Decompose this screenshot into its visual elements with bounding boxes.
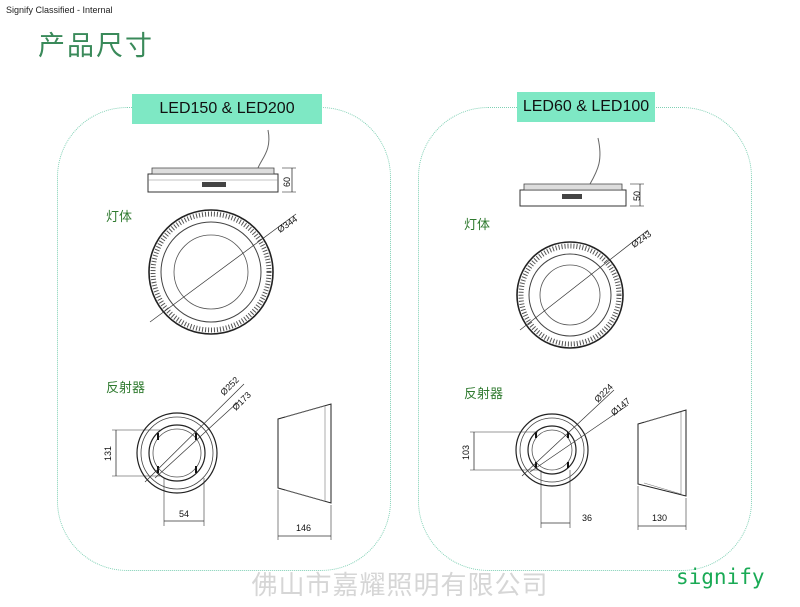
left-vert-dim: 131 [103, 446, 113, 461]
right-vert-dim: 103 [461, 445, 471, 460]
left-height-dim: 60 [282, 177, 292, 187]
watermark: 佛山市嘉耀照明有限公司 [251, 571, 549, 601]
right-body-label: 灯体 [464, 218, 491, 233]
right-outer-dia-dim: Ø224 [592, 382, 615, 405]
classification-label: Signify Classified - Internal [6, 5, 113, 15]
page-title: 产品尺寸 [38, 31, 154, 62]
left-bottom-dim: 54 [179, 509, 189, 519]
right-side-dim: 130 [652, 513, 667, 523]
right-body-top-view: Ø243 [517, 229, 653, 348]
left-side-dim: 146 [296, 523, 311, 533]
signify-logo: signify [676, 565, 765, 589]
right-panel-tag: LED60 & LED100 [517, 92, 655, 122]
right-inner-dia-dim: Ø147 [609, 396, 632, 418]
right-reflector-side-view: 130 [638, 410, 686, 530]
right-reflector-label: 反射器 [464, 387, 504, 402]
right-body-dia-dim: Ø243 [629, 229, 653, 250]
right-bottom-dim: 36 [582, 513, 592, 523]
left-panel-tag: LED150 & LED200 [132, 94, 322, 124]
right-height-dim: 50 [632, 191, 642, 201]
left-body-top-view: Ø344 [149, 210, 299, 334]
left-reflector-side-view: 146 [278, 404, 331, 540]
left-reflector-label: 反射器 [106, 381, 146, 396]
left-body-label: 灯体 [106, 210, 133, 225]
right-reflector-front-view: Ø224 Ø147 103 36 [461, 382, 632, 528]
right-body-side-view: 50 [520, 138, 644, 206]
left-body-side-view: 60 [148, 130, 296, 192]
